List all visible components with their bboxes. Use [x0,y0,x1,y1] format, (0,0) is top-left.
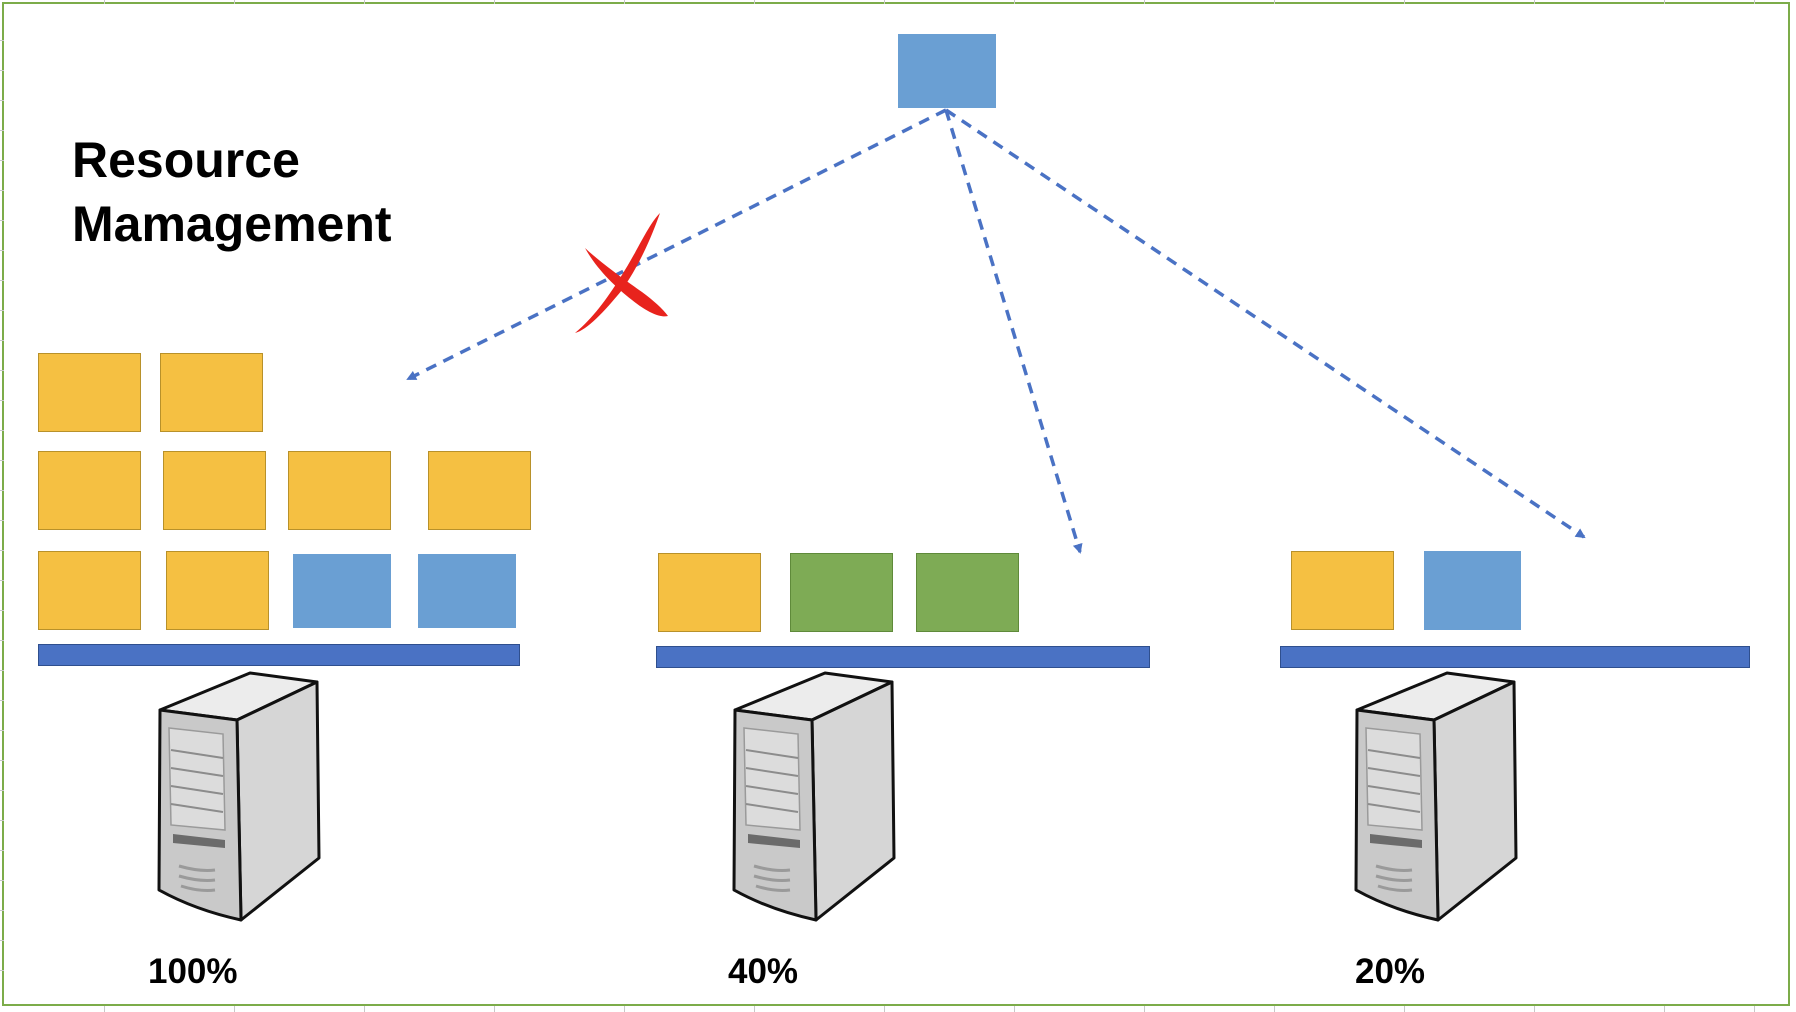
gridline-tick [624,1006,625,1012]
gridline-tick [754,1006,755,1012]
gridline-tick [494,1006,495,1012]
gridline-tick [0,340,4,341]
server-2-tower [732,671,896,922]
task-block [916,553,1019,632]
server-3-utilization-label: 20% [1355,952,1426,991]
gridline-tick [0,160,4,161]
task-block [418,554,516,628]
gridline-tick [0,70,4,71]
gridline-tick [1534,0,1535,4]
gridline-tick [364,1006,365,1012]
server-1-shelf [38,644,520,666]
gridline-tick [234,0,235,4]
gridline-tick [234,1006,235,1012]
gridline-tick [624,0,625,4]
server-3-shelf [1280,646,1750,668]
gridline-tick [0,790,4,791]
server-1-utilization-label: 100% [148,952,238,991]
dispatch-arrow-server-1 [406,108,947,381]
gridline-tick [0,940,4,941]
server-1-tower [157,671,321,922]
gridline-tick [104,0,105,4]
incoming-task-block [898,34,996,108]
task-block [163,451,266,530]
gridline-tick [0,400,4,401]
gridline-tick [104,1006,105,1012]
task-block [288,451,391,530]
gridline-tick [0,610,4,611]
gridline-tick [0,250,4,251]
gridline-tick [364,0,365,4]
gridline-tick [0,40,4,41]
gridline-tick [884,0,885,4]
task-block [428,451,531,530]
gridline-tick [0,280,4,281]
gridline-tick [0,670,4,671]
gridline-tick [0,760,4,761]
gridline-tick [1144,0,1145,4]
task-block [293,554,391,628]
gridline-tick [0,130,4,131]
gridline-tick [1404,1006,1405,1012]
gridline-tick [0,730,4,731]
task-block [1424,551,1521,630]
gridline-tick [0,430,4,431]
gridline-tick [1404,0,1405,4]
task-block [38,451,141,530]
task-block [38,551,141,630]
server-2-utilization-label: 40% [728,952,799,991]
server-3-tower [1354,671,1518,922]
gridline-tick [1144,1006,1145,1012]
gridline-tick [0,310,4,311]
gridline-tick [0,970,4,971]
task-block [790,553,893,632]
task-block [658,553,761,632]
gridline-tick [1754,0,1755,4]
gridline-tick [1664,1006,1665,1012]
red-x-icon [575,213,668,333]
gridline-tick [0,550,4,551]
gridline-tick [0,220,4,221]
gridline-tick [1014,1006,1015,1012]
task-block [166,551,269,630]
gridline-tick [1274,1006,1275,1012]
gridline-tick [0,640,4,641]
gridline-tick [1274,0,1275,4]
gridline-tick [1664,0,1665,4]
gridline-tick [0,850,4,851]
gridline-tick [754,0,755,4]
gridline-tick [1534,1006,1535,1012]
dispatch-arrow-server-3 [945,108,1586,539]
dispatch-arrow-server-2 [944,109,1083,554]
gridline-tick [0,880,4,881]
gridline-tick [0,190,4,191]
gridline-tick [0,370,4,371]
gridline-tick [1014,0,1015,4]
gridline-tick [0,820,4,821]
gridline-tick [0,490,4,491]
gridline-tick [0,520,4,521]
gridline-tick [494,0,495,4]
task-block [160,353,263,432]
gridline-tick [0,910,4,911]
task-block [1291,551,1394,630]
gridline-tick [0,700,4,701]
server-2-shelf [656,646,1150,668]
gridline-tick [0,100,4,101]
gridline-tick [0,460,4,461]
gridline-tick [884,1006,885,1012]
diagram-title: Resource Mamagement [72,132,392,252]
task-block [38,353,141,432]
gridline-tick [0,580,4,581]
gridline-tick [1754,1006,1755,1012]
